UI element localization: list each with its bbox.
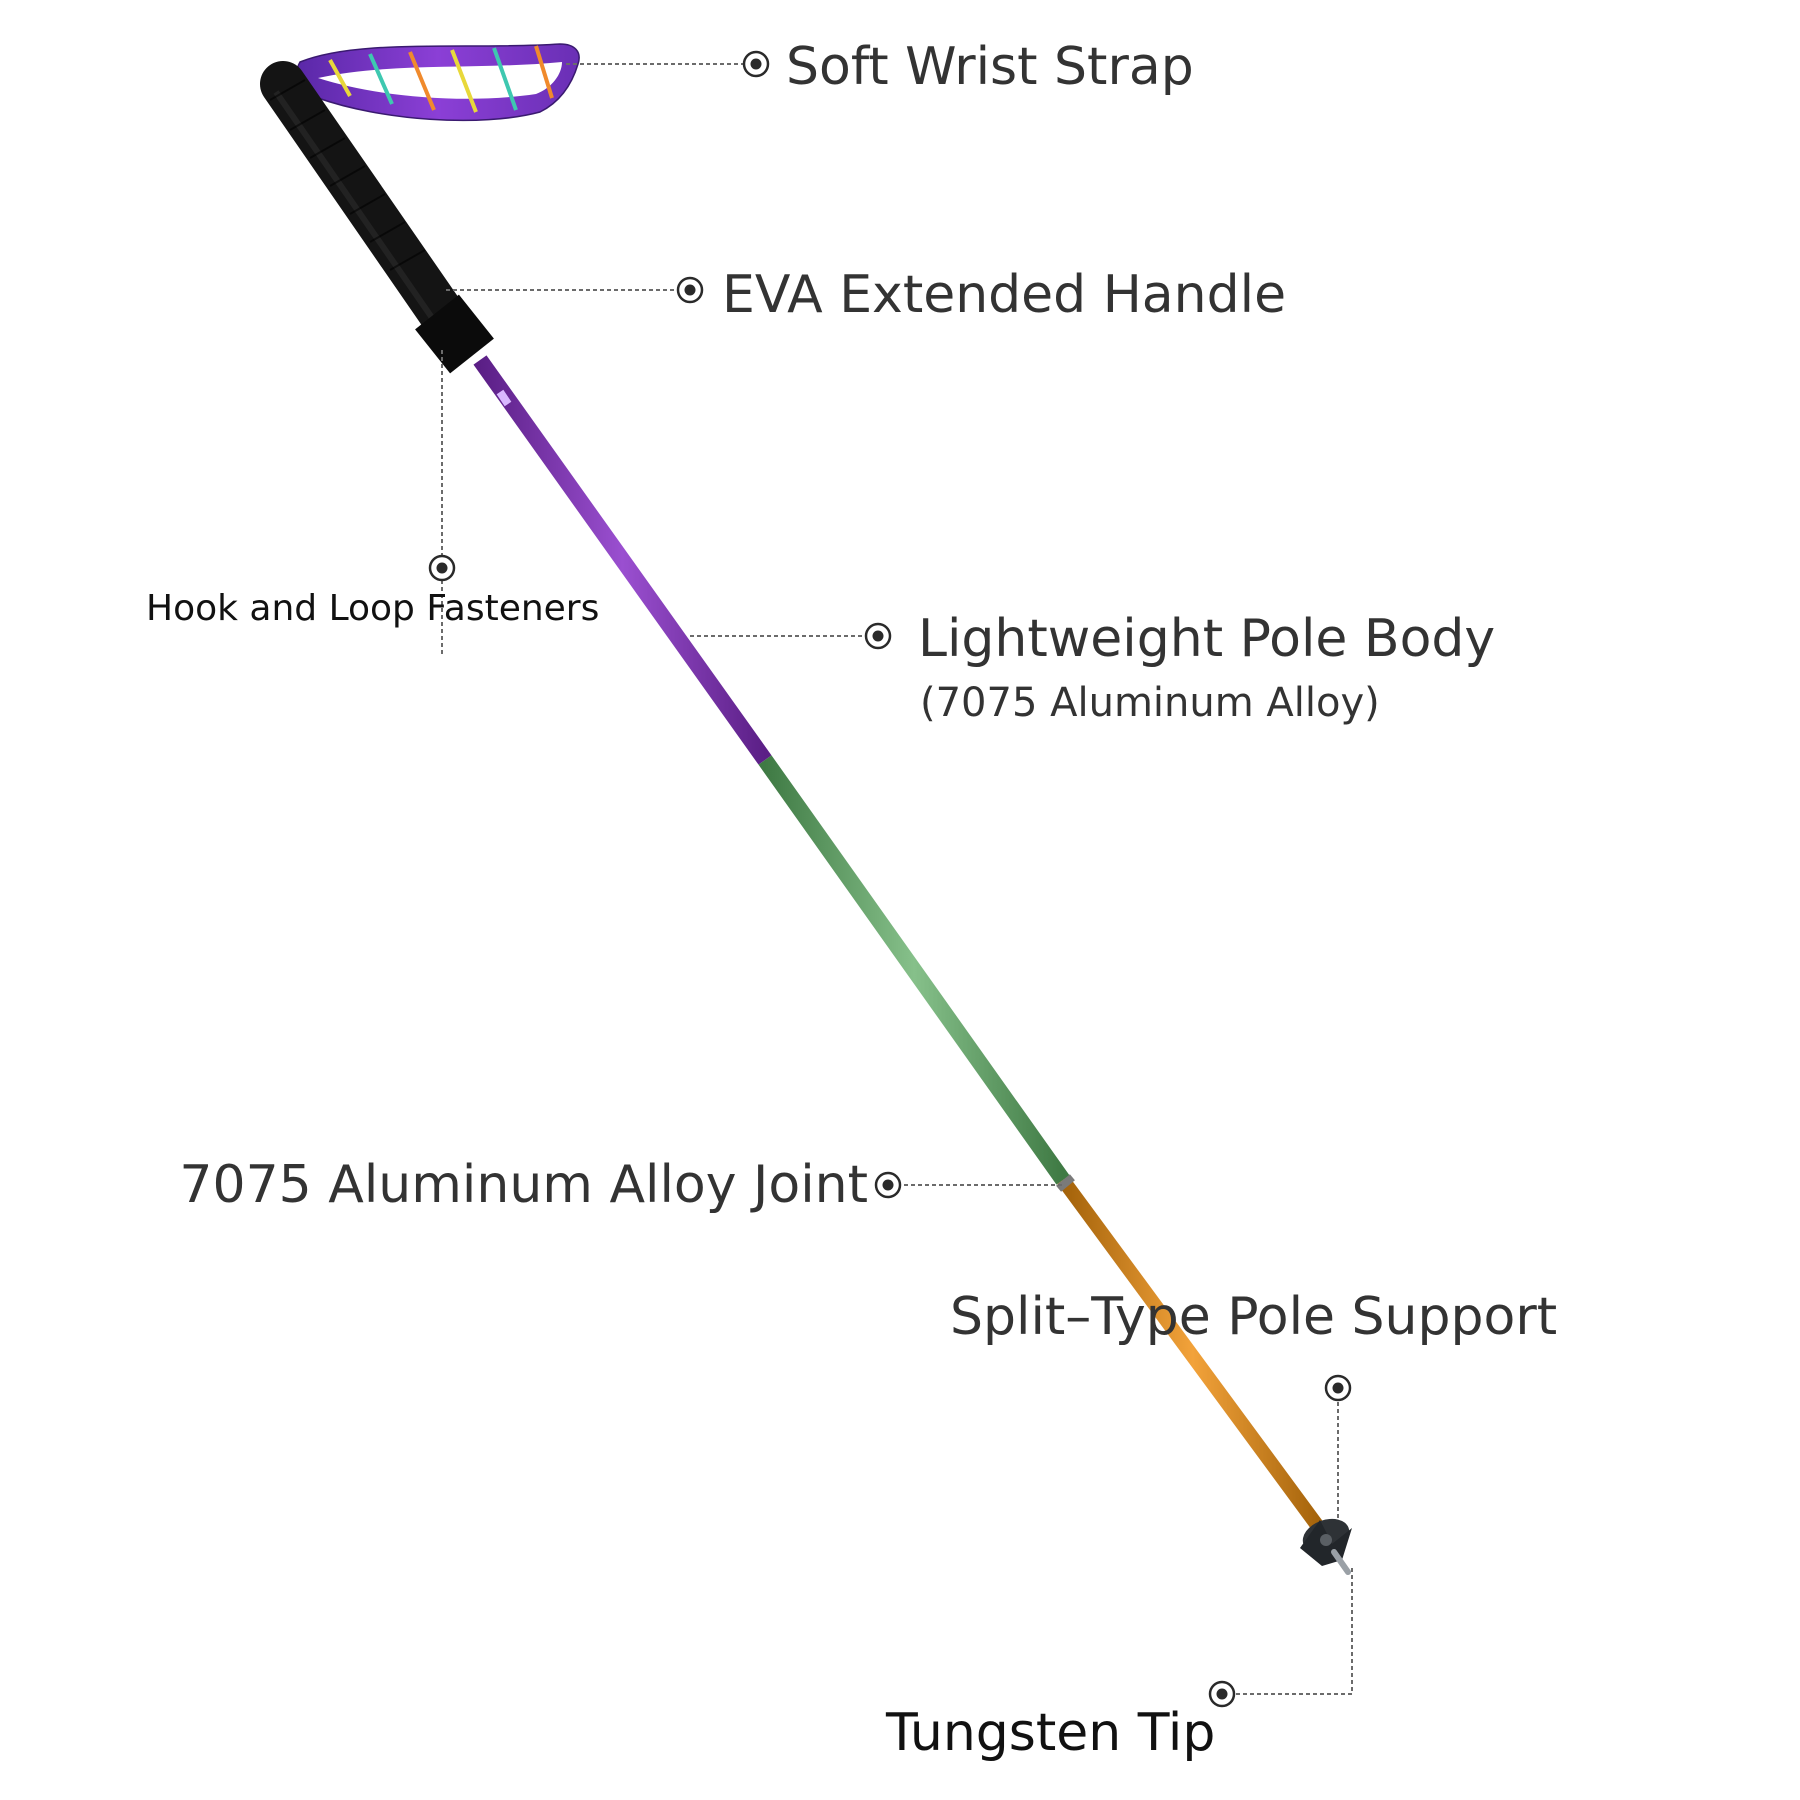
target-dot-icon: [676, 276, 704, 304]
pole-shaft: [473, 355, 1328, 1537]
target-dot-icon: [1208, 1680, 1236, 1708]
shaft-purple-segment: [473, 355, 772, 765]
tungsten-tip: [1331, 1549, 1351, 1575]
target-dot-icon: [864, 622, 892, 650]
target-dot-icon: [428, 554, 456, 582]
shaft-green-segment: [758, 755, 1070, 1185]
target-dot-icon: [874, 1171, 902, 1199]
wrist-strap: [296, 43, 580, 122]
target-dot-icon: [1324, 1374, 1352, 1402]
label-soft-wrist-strap: Soft Wrist Strap: [786, 37, 1194, 97]
target-dot-icon: [742, 50, 770, 78]
label-lightweight-pole-body: Lightweight Pole Body: [918, 609, 1495, 669]
label-eva-extended-handle: EVA Extended Handle: [722, 265, 1286, 325]
label-hook-and-loop-fasteners: Hook and Loop Fasteners: [146, 588, 599, 629]
label-pole-body-material: (7075 Aluminum Alloy): [920, 680, 1380, 726]
shaft-orange-segment: [1057, 1175, 1328, 1537]
label-split-type-pole-support: Split–Type Pole Support: [950, 1287, 1557, 1347]
label-aluminum-alloy-joint: 7075 Aluminum Alloy Joint: [179, 1155, 868, 1215]
eva-handle: [260, 61, 494, 374]
label-tungsten-tip: Tungsten Tip: [885, 1703, 1215, 1763]
